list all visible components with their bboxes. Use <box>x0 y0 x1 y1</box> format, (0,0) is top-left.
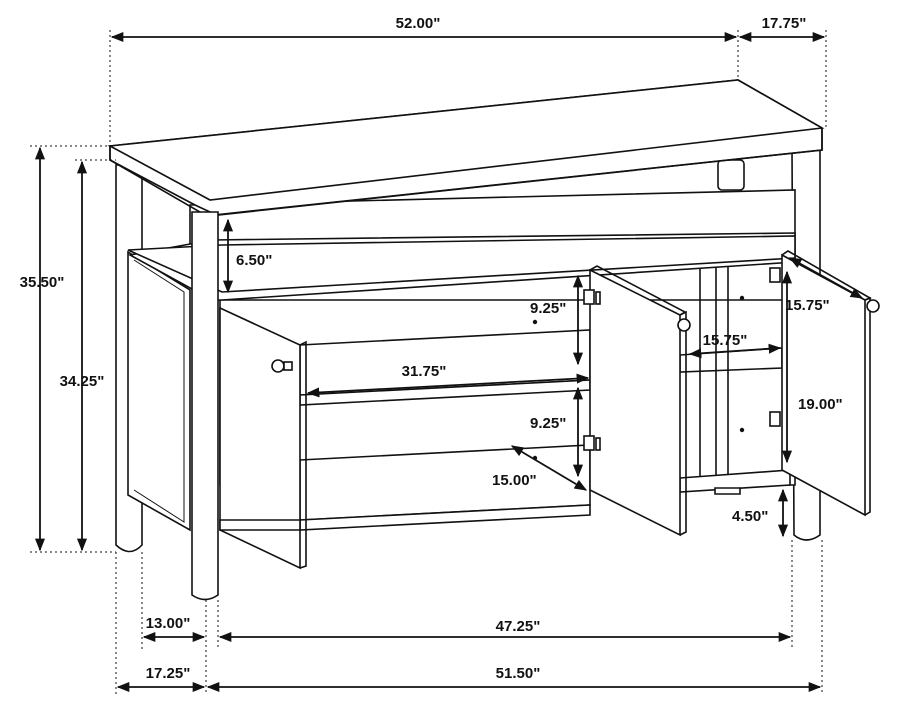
label-shelf-clearance: 6.50" <box>236 252 272 269</box>
label-leg-height: 34.25" <box>60 373 105 390</box>
label-lower-compartment-height: 9.25" <box>530 415 566 432</box>
label-right-door-height: 19.00" <box>798 396 843 413</box>
label-right-shelf-depth: 15.75" <box>703 332 748 349</box>
label-total-height: 35.50" <box>20 274 65 291</box>
label-total-width: 52.00" <box>396 15 441 32</box>
label-right-door-width: 15.75" <box>785 297 830 314</box>
label-left-interior-width: 31.75" <box>402 363 447 380</box>
label-bottom-depth: 17.25" <box>146 665 191 682</box>
label-inner-leg-width: 47.25" <box>496 618 541 635</box>
extension-lines <box>30 30 827 695</box>
label-depth-top: 17.75" <box>762 15 807 32</box>
dimension-arrows <box>34 31 864 693</box>
label-bottom-width: 51.50" <box>496 665 541 682</box>
dimension-labels: 52.00" 17.75" 35.50" 34.25" 6.50" 9.25" … <box>20 15 843 682</box>
label-floor-clearance: 4.50" <box>732 508 768 525</box>
sideboard-drawing <box>107 79 880 601</box>
label-interior-depth: 15.00" <box>492 472 537 489</box>
label-upper-compartment-height: 9.25" <box>530 300 566 317</box>
label-side-depth: 13.00" <box>146 615 191 632</box>
